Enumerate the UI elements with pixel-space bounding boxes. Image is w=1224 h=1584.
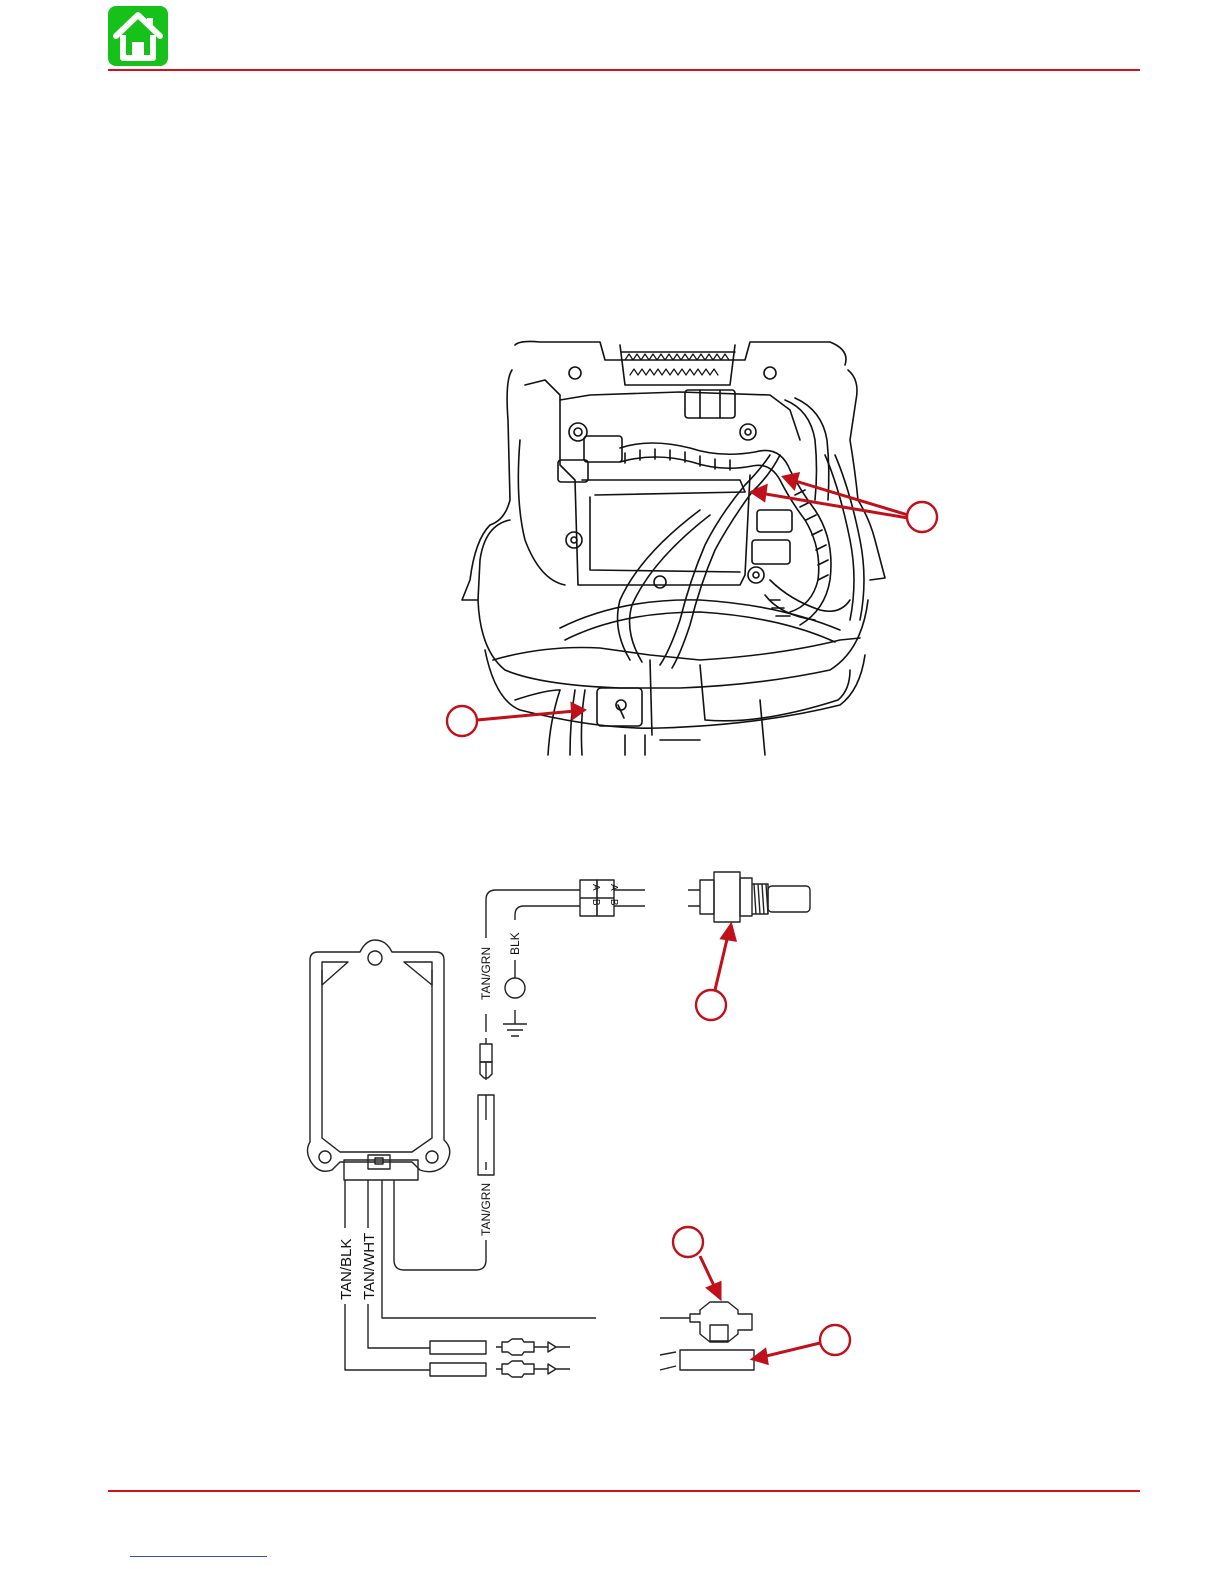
footer-rule (108, 1490, 1140, 1492)
connector-label-bottom: A B (608, 884, 619, 909)
wire-label-tan-grn-lower: TAN/GRN (479, 1183, 493, 1236)
callout-circle (673, 1227, 703, 1257)
wire-label-tan-wht: TAN/WHT (361, 1233, 378, 1300)
wire-label-tan-grn-upper: TAN/GRN (479, 947, 493, 1000)
wire-label-blk: BLK (508, 932, 522, 955)
callout-circle (820, 1325, 850, 1355)
connector-label-top: A B (590, 884, 601, 909)
wire-label-tan-blk: TAN/BLK (338, 1239, 355, 1300)
callout-circle (696, 990, 726, 1020)
footer-link-underline[interactable] (130, 1556, 267, 1557)
